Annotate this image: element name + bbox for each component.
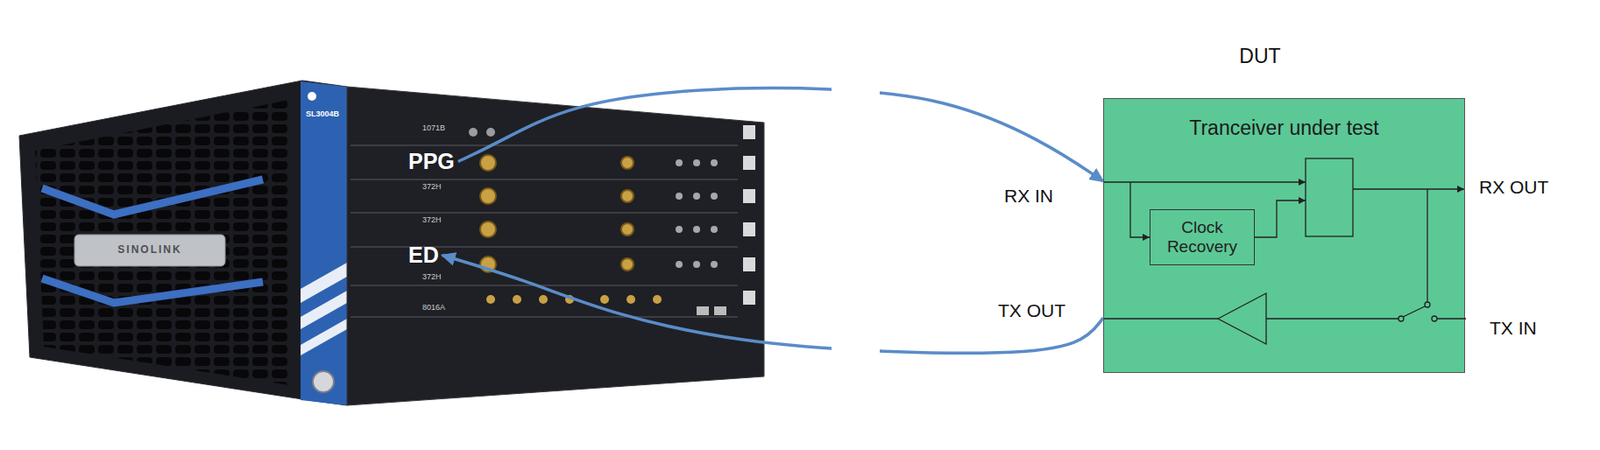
driver-amplifier: [1217, 293, 1267, 345]
gold-connector: [621, 190, 634, 203]
switch-contact: [1424, 302, 1431, 308]
small-connector: [675, 159, 683, 167]
module-latch: [743, 155, 756, 170]
blue-stripe: [300, 81, 347, 406]
tx-output-wire: [1104, 318, 1218, 319]
transceiver-box: DUTTranceiver under testClock Recovery: [1103, 98, 1466, 374]
slot-divider: [350, 316, 738, 319]
small-connector: [675, 192, 683, 200]
module-name: 1071B: [422, 123, 446, 133]
small-connector: [486, 127, 496, 137]
diagram-heading: DUT: [1238, 44, 1281, 69]
switch-contact: [1431, 316, 1438, 322]
process-box: Clock Recovery: [1149, 209, 1255, 266]
signal-name: TX IN: [1489, 318, 1537, 340]
ethernet-port: [714, 306, 727, 316]
module-name: 372H: [422, 182, 442, 192]
small-connector: [710, 226, 718, 234]
module-latch: [743, 290, 756, 305]
small-gold-connector: [538, 295, 548, 305]
recovered-clock-wire: [1254, 200, 1306, 238]
chassis-accent: [42, 179, 263, 215]
gold-connector: [621, 223, 634, 236]
power-button: [312, 371, 334, 393]
chassis-body: [19, 80, 347, 406]
small-connector: [693, 226, 701, 234]
signal-name: RX OUT: [1479, 176, 1549, 199]
slot-divider: [350, 212, 738, 214]
module-latch: [743, 189, 756, 204]
small-connector: [693, 159, 701, 167]
signal-cable: [458, 88, 1104, 182]
tx-input-wire: [1437, 318, 1466, 319]
small-connector: [468, 127, 478, 137]
port-label: ED: [408, 242, 439, 269]
line-break-mask: [831, 331, 880, 371]
module-name: 8016A: [422, 303, 446, 312]
slot-divider: [350, 284, 738, 287]
gold-connector: [621, 258, 634, 271]
rx-input-wire: [1104, 181, 1306, 183]
small-connector: [693, 192, 701, 200]
signal-name: RX IN: [1004, 185, 1054, 207]
rx-output-wire: [1352, 188, 1465, 190]
gold-connector: [480, 188, 496, 205]
small-connector: [710, 192, 718, 200]
small-gold-connector: [652, 295, 662, 305]
model-name: SL3004B: [305, 109, 340, 119]
brand-name: SINOLINK: [117, 244, 182, 257]
chassis-vents: [35, 99, 290, 386]
ppg-port: PPG: [404, 148, 459, 175]
small-gold-connector: [512, 295, 522, 305]
retimer-block: [1305, 158, 1353, 237]
signal-cable: [442, 255, 1104, 354]
small-gold-connector: [486, 295, 496, 305]
ed-port: ED: [404, 242, 443, 269]
gold-connector: [621, 156, 634, 170]
stripe-decor: [300, 318, 347, 356]
module-name: 372H: [422, 272, 442, 282]
small-connector: [710, 261, 718, 269]
port-label: PPG: [408, 148, 455, 175]
brand-logo: [307, 92, 317, 101]
small-connector: [675, 226, 683, 234]
switch-lever: [1402, 306, 1425, 318]
small-gold-connector: [600, 295, 609, 305]
ethernet-port: [696, 306, 709, 316]
box-title: Tranceiver under test: [1104, 99, 1465, 141]
loopback-wire: [1426, 189, 1428, 303]
clock-branch-wire: [1130, 182, 1150, 238]
front-panel: [346, 86, 765, 406]
module-latch: [743, 125, 756, 140]
module-latch: [743, 257, 756, 272]
line-break-mask: [831, 70, 880, 110]
small-connector: [675, 261, 683, 269]
small-gold-connector: [626, 295, 636, 305]
slot-divider: [350, 144, 738, 147]
slot-divider: [350, 178, 738, 181]
small-connector: [693, 261, 701, 269]
chassis-accent: [42, 278, 263, 304]
module-name: 372H: [422, 215, 442, 225]
signal-name: TX OUT: [998, 300, 1066, 322]
gold-connector: [480, 155, 496, 171]
tx-wire: [1266, 318, 1399, 319]
process-label: Clock Recovery: [1158, 218, 1247, 257]
small-connector: [710, 159, 718, 167]
module-latch: [743, 222, 756, 237]
gold-connector: [480, 221, 496, 238]
chassis-handle: [74, 234, 226, 267]
